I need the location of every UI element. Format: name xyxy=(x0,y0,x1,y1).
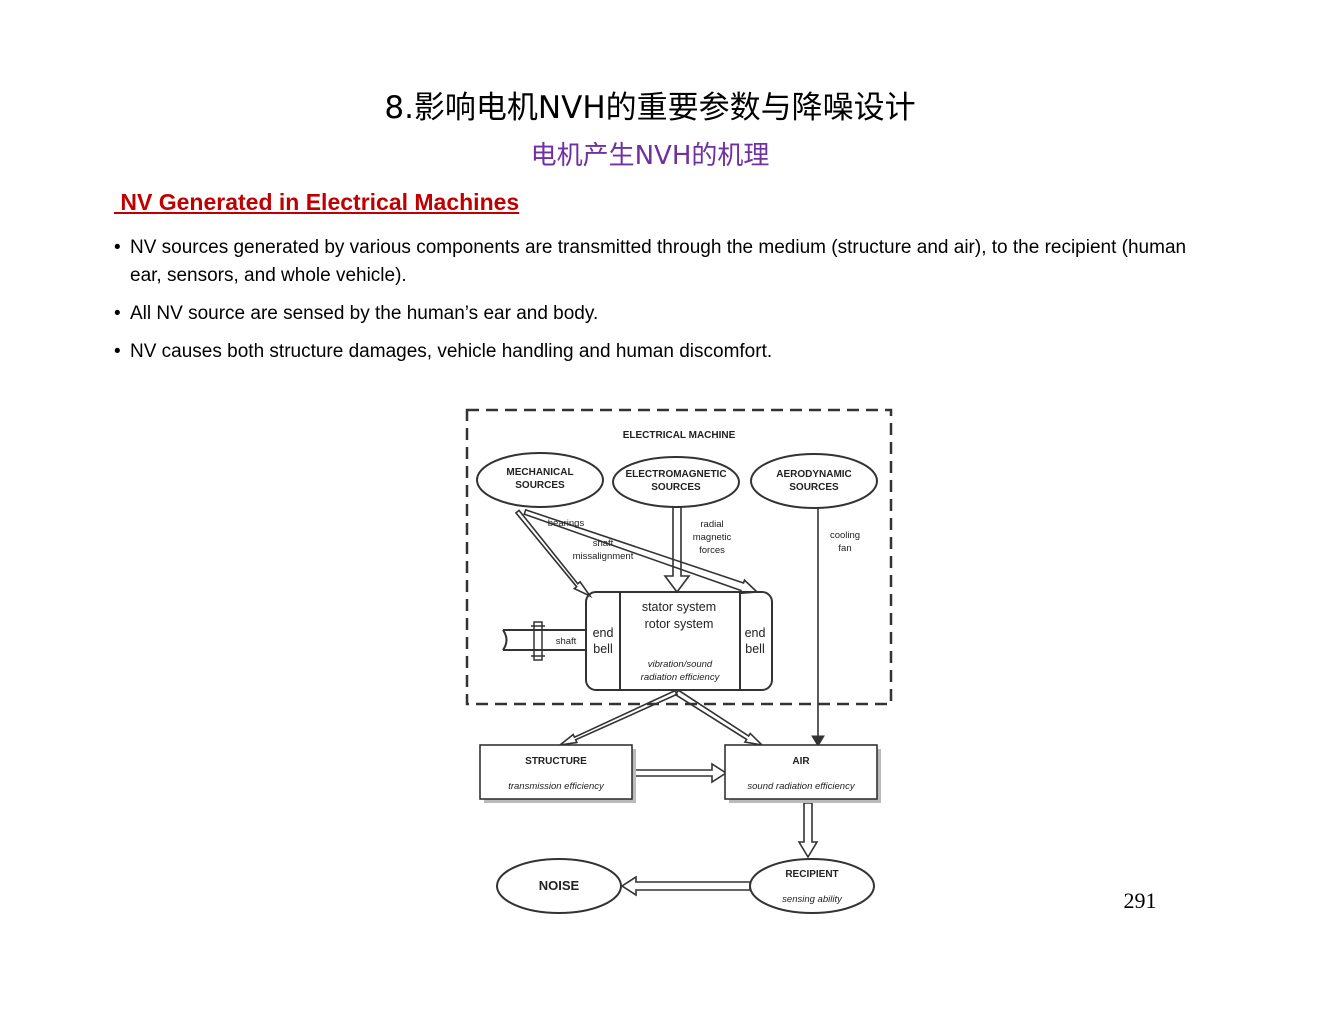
bullet-text: NV sources generated by various componen… xyxy=(130,237,1187,286)
mechanical-sources-label: MECHANICAL xyxy=(506,467,573,478)
mechanical-sources-label: SOURCES xyxy=(515,480,565,491)
page-title: 8.影响电机NVH的重要参数与降噪设计 xyxy=(384,90,916,126)
bullet-item: • All NV source are sensed by the human’s… xyxy=(114,300,1194,328)
bearings-label: bearings xyxy=(548,518,585,529)
bullet-marker: • xyxy=(114,237,121,258)
bullet-marker: • xyxy=(114,341,121,362)
page-number: 291 xyxy=(1123,888,1157,913)
noise-ellipse xyxy=(496,858,622,914)
bullet-text: All NV source are sensed by the human’s … xyxy=(130,303,599,324)
machine-boundary xyxy=(465,408,893,706)
arrow-em-to-machine xyxy=(663,506,691,594)
stator-system-label: stator system xyxy=(642,600,716,614)
radial-forces-label: radial xyxy=(700,519,723,530)
air-title: AIR xyxy=(792,756,810,767)
air-box xyxy=(724,744,878,800)
end-bell-left-label: bell xyxy=(593,642,612,656)
aerodynamic-sources-label: SOURCES xyxy=(789,482,839,493)
arrow-machine-to-air xyxy=(674,689,765,747)
recipient-subtitle: sensing ability xyxy=(782,894,843,905)
cooling-fan-label: fan xyxy=(838,543,851,554)
noise-title: NOISE xyxy=(539,878,580,893)
structure-box xyxy=(479,744,633,800)
nv-flow-diagram: ELECTRICAL MACHINE MECHANICAL SOURCES EL… xyxy=(465,408,893,914)
page-subtitle: 电机产生NVH的机理 xyxy=(530,141,770,171)
bullet-list: • NV sources generated by various compone… xyxy=(114,234,1194,376)
vibration-label: vibration/sound xyxy=(648,659,713,670)
electrical-machine-label: ELECTRICAL MACHINE xyxy=(623,430,736,441)
arrow-recipient-to-noise xyxy=(620,875,751,897)
radial-forces-label: magnetic xyxy=(693,532,732,543)
shaft-label: shaft xyxy=(556,636,577,647)
air-subtitle: sound radiation efficiency xyxy=(747,781,855,792)
vibration-label: radiation efficiency xyxy=(641,672,721,683)
bullet-marker: • xyxy=(114,303,121,324)
shaft-end xyxy=(502,629,508,651)
shaft-coupling xyxy=(533,621,543,661)
radial-forces-label: forces xyxy=(699,545,725,556)
shaft-misalignment-label: shaft xyxy=(593,538,614,549)
arrow-cooling-fan-head xyxy=(811,735,825,747)
structure-title: STRUCTURE xyxy=(525,756,587,767)
shaft-misalignment-label: missalignment xyxy=(573,551,634,562)
end-bell-left-label: end xyxy=(593,626,614,640)
electromagnetic-sources-label: ELECTROMAGNETIC xyxy=(625,469,726,480)
section-heading: NV Generated in Electrical Machines xyxy=(114,189,520,215)
cooling-fan-label: cooling xyxy=(830,530,860,541)
arrow-mechanical-to-machine xyxy=(514,509,593,599)
arrow-mechanical-to-endbell xyxy=(523,508,759,595)
end-bell-right-label: end xyxy=(745,626,766,640)
bullet-item: • NV causes both structure damages, vehic… xyxy=(114,338,1194,366)
recipient-title: RECIPIENT xyxy=(785,869,838,880)
arrow-air-to-recipient xyxy=(797,802,819,859)
bullet-text: NV causes both structure damages, vehicl… xyxy=(130,341,773,362)
mechanical-sources-ellipse xyxy=(476,452,604,508)
structure-subtitle: transmission efficiency xyxy=(508,781,605,792)
aerodynamic-sources-label: AERODYNAMIC xyxy=(776,469,852,480)
recipient-ellipse xyxy=(749,858,875,914)
aerodynamic-sources-ellipse xyxy=(750,453,878,509)
bullet-item: • NV sources generated by various compone… xyxy=(114,234,1194,290)
rotor-system-label: rotor system xyxy=(645,617,714,631)
arrow-structure-to-air xyxy=(633,762,728,784)
arrow-machine-to-structure xyxy=(557,689,679,747)
end-bell-right-label: bell xyxy=(745,642,764,656)
electromagnetic-sources-label: SOURCES xyxy=(651,482,701,493)
